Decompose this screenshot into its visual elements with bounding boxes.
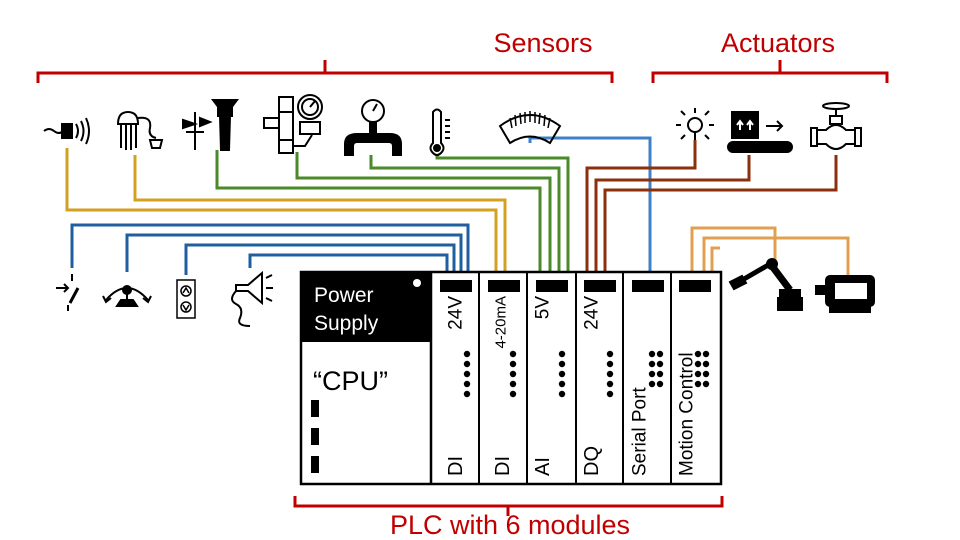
power-led xyxy=(413,279,421,287)
thermometer-icon xyxy=(429,108,450,156)
sensors-label: Sensors xyxy=(493,28,592,58)
module-4-type: DQ xyxy=(581,446,603,476)
proximity-sensor-icon xyxy=(43,117,90,145)
module-5-type: Serial Port xyxy=(630,387,651,476)
wire-toggle-switch xyxy=(70,223,470,282)
module-6-leds xyxy=(694,350,710,388)
joystick-lever-icon xyxy=(102,285,152,307)
module-2-signal: 4-20mA xyxy=(492,296,509,349)
up-down-button-icon xyxy=(176,279,196,319)
robot-arm-icon xyxy=(728,258,803,311)
module-4-signal: 24V xyxy=(582,296,603,330)
actuators-label: Actuators xyxy=(721,28,835,58)
horn-siren-icon xyxy=(231,270,273,327)
indicator-light-icon xyxy=(676,108,714,140)
module-6-terminal xyxy=(679,280,711,292)
module-3-terminal xyxy=(536,280,568,292)
pressure-regulator-gauge-icon xyxy=(263,94,323,154)
wire-indicator-light xyxy=(585,140,697,282)
module-slot-1: 24V DI xyxy=(440,272,480,484)
wire-up-down-button xyxy=(184,243,456,282)
cpu-label: “CPU” xyxy=(313,366,388,396)
wire-thermometer xyxy=(435,155,570,282)
module-2-leds xyxy=(509,350,517,398)
wire-humidity xyxy=(133,155,507,282)
module-3-type: AI xyxy=(532,457,554,476)
module-5-terminal xyxy=(632,280,664,292)
power-supply-label-1: Power xyxy=(314,284,374,307)
module-4-terminal xyxy=(584,280,616,292)
wire-proximity xyxy=(65,148,498,282)
module-slot-3: 5V AI xyxy=(532,272,577,484)
module-6-type: Motion Control xyxy=(677,352,698,476)
wire-valve xyxy=(603,155,838,282)
module-slot-4: 24V DQ xyxy=(581,272,624,484)
module-slot-2: 4-20mA DI xyxy=(488,272,528,484)
module-slot-5: Serial Port xyxy=(630,272,672,484)
plc-rack: Power Supply “CPU” 24V DI 4-20mA DI xyxy=(299,270,723,486)
module-1-leds xyxy=(463,350,471,398)
wire-robot-arm xyxy=(690,226,777,282)
wire-pipe-gauge xyxy=(369,155,561,282)
sensors-bracket xyxy=(36,60,614,83)
module-3-leds xyxy=(558,350,566,398)
power-supply-label-2: Supply xyxy=(314,312,379,335)
pipe-pressure-gauge-icon xyxy=(344,99,402,156)
plc-label: PLC with 6 modules xyxy=(390,510,630,540)
module-2-terminal xyxy=(488,280,520,292)
module-1-type: DI xyxy=(445,456,467,476)
wires xyxy=(65,136,850,282)
wind-vane-anemometer-icon xyxy=(182,99,239,151)
power-supply-block xyxy=(301,272,431,342)
module-1-signal: 24V xyxy=(446,296,467,330)
module-5-leds xyxy=(648,350,664,388)
module-slot-6: Motion Control xyxy=(677,280,711,476)
wire-motor xyxy=(702,236,850,282)
module-4-leds xyxy=(606,350,614,398)
wire-horn xyxy=(248,253,449,282)
wire-pressure-regulator xyxy=(295,152,552,282)
wire-joystick xyxy=(125,233,463,282)
plc-bracket xyxy=(293,496,724,516)
module-2-type: DI xyxy=(492,456,514,476)
humidity-sensor-icon xyxy=(116,110,164,150)
module-3-signal: 5V xyxy=(533,296,554,320)
toggle-switch-icon xyxy=(56,274,80,311)
module-1-terminal xyxy=(440,280,472,292)
wire-wind-vane xyxy=(215,150,542,282)
conveyor-belt-icon xyxy=(727,111,793,153)
cpu-port-2 xyxy=(311,428,319,445)
actuators-bracket xyxy=(651,60,889,83)
cpu-port-1 xyxy=(311,400,319,417)
valve-icon xyxy=(810,102,862,150)
wire-conveyor xyxy=(594,155,751,282)
cpu-port-3 xyxy=(311,456,319,473)
electric-motor-icon xyxy=(815,275,875,313)
wire-barcode xyxy=(528,136,652,282)
barcode-scanner-icon xyxy=(498,111,562,145)
wire-motion-extra xyxy=(710,246,720,282)
